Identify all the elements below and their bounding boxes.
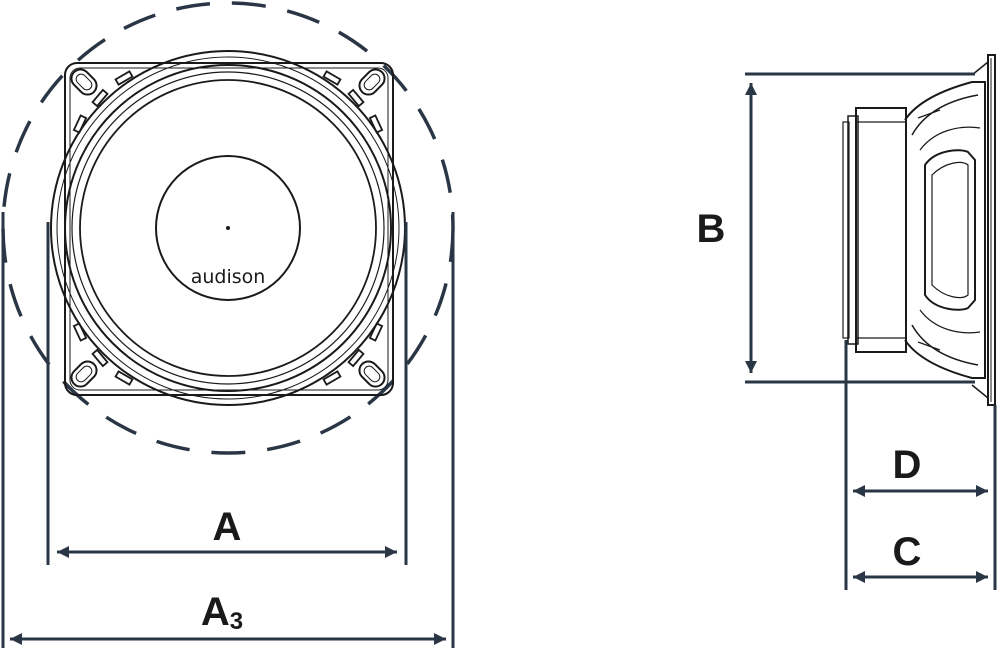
- side-view: [842, 54, 996, 406]
- dimension-a-label: A: [213, 505, 242, 549]
- side-magnet: [855, 107, 907, 353]
- side-basket-window: [924, 149, 976, 311]
- dimension-a3-subscript: 3: [230, 608, 243, 635]
- dimension-labels: A A3 B D C: [201, 207, 922, 635]
- dimension-d-label: D: [893, 443, 922, 487]
- dimension-b-label: B: [697, 207, 726, 251]
- center-dot: [226, 226, 230, 230]
- dimension-lines: [1, 72, 997, 648]
- side-basket: [904, 81, 986, 379]
- brand-logo-text: audison: [191, 266, 266, 288]
- front-view: audison: [1, 1, 455, 455]
- dimension-a3-letter: A: [201, 590, 230, 634]
- dimension-c-label: C: [893, 530, 922, 574]
- dust-cap: [155, 155, 301, 301]
- dimension-a3-label: A3: [201, 590, 243, 635]
